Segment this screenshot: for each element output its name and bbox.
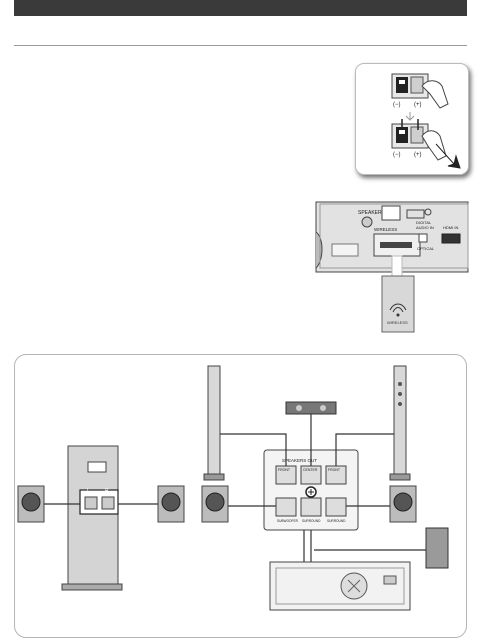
terminal-detail-inset: (−) (+) (−) (+) bbox=[355, 63, 469, 175]
finger-press-icon bbox=[421, 80, 449, 109]
optical-port bbox=[418, 233, 428, 243]
wireless-module-label: WIRELESS bbox=[387, 320, 408, 325]
front-left-tallboy-speaker bbox=[207, 365, 221, 475]
subwoofer bbox=[425, 527, 449, 569]
terminal-minus-label-2: (−) bbox=[393, 152, 401, 158]
terminal-detail-illustration: (−) (+) (−) (+) bbox=[391, 73, 461, 169]
section-divider bbox=[14, 45, 467, 46]
terminal-front-2: FRONT bbox=[328, 468, 341, 472]
terminal-minus-clip bbox=[396, 77, 408, 93]
terminal-front-1: FRONT bbox=[278, 468, 291, 472]
main-unit bbox=[269, 561, 411, 611]
speakers-out-label: SPEAKERS OUT bbox=[282, 458, 317, 463]
terminal-plus-label: (+) bbox=[414, 102, 422, 108]
center-speaker bbox=[285, 401, 337, 415]
speaker-label: SPEAKER bbox=[358, 210, 382, 216]
receiver-terminal-l: L bbox=[87, 488, 90, 494]
wireless-label: WIRELESS bbox=[374, 227, 397, 232]
connection-diagram: L R SPEAKERS OUT FRONT CENTER FRONT SUBW… bbox=[17, 365, 449, 611]
terminal-subwoofer: SUBWOOFER bbox=[277, 519, 299, 523]
terminal-plus-label-2: (+) bbox=[414, 152, 422, 158]
terminal-plus-clip bbox=[410, 76, 424, 94]
header-bar bbox=[14, 0, 467, 16]
digital-audio-label-2: AUDIO IN bbox=[416, 225, 434, 230]
digital-audio-label-1: DIGITAL bbox=[416, 220, 432, 225]
hdmi-label: HDMI IN bbox=[443, 225, 458, 230]
optical-label: OPTICAL bbox=[417, 246, 435, 251]
receiver-terminal-r: R bbox=[105, 488, 109, 494]
terminal-surround-2: SURROUND bbox=[327, 519, 346, 523]
hdmi-port bbox=[441, 233, 461, 244]
terminal-minus-label: (−) bbox=[393, 102, 401, 108]
direction-arrow-icon bbox=[435, 143, 461, 169]
rear-panel-illustration: SPEAKER WIRELESS DIGITAL AUDIO IN OPTICA… bbox=[315, 201, 469, 333]
terminal-surround-1: SURROUND bbox=[302, 519, 321, 523]
terminal-center: CENTER bbox=[303, 468, 318, 472]
